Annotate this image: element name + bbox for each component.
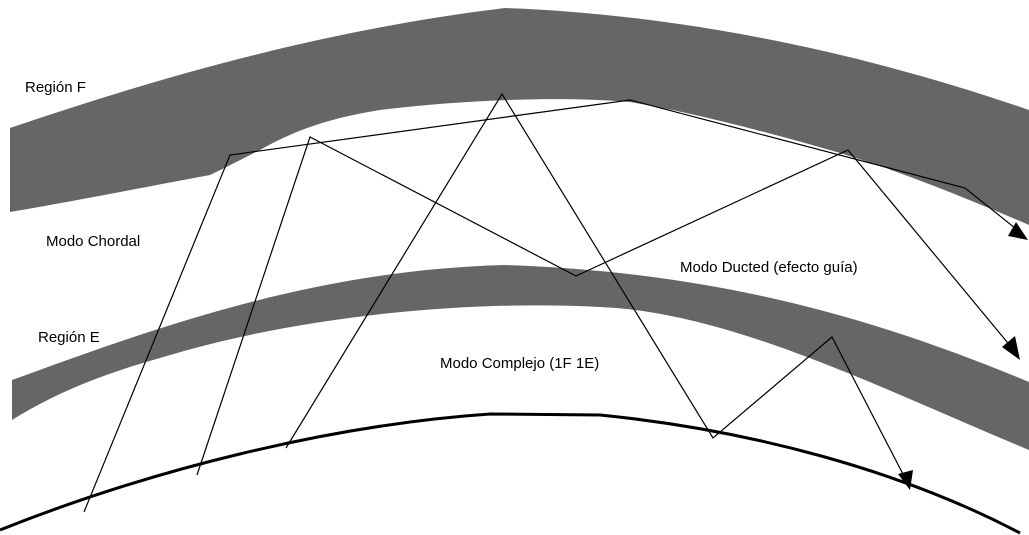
region-e-layer bbox=[12, 265, 1029, 450]
region-f-layer bbox=[10, 8, 1029, 225]
complex-mode-label: Modo Complejo (1F 1E) bbox=[440, 355, 599, 372]
ducted-mode-label: Modo Ducted (efecto guía) bbox=[680, 259, 858, 276]
complex-mode-ray bbox=[285, 92, 906, 479]
region-e-label: Región E bbox=[38, 329, 100, 346]
ducted-mode-ray bbox=[196, 136, 1013, 476]
chordal-mode-ray bbox=[83, 99, 1021, 513]
ducted-mode-arrowhead bbox=[1002, 336, 1020, 360]
chordal-mode-label: Modo Chordal bbox=[46, 233, 140, 250]
complex-mode-arrowhead bbox=[898, 470, 913, 490]
earth-surface bbox=[0, 412, 1021, 535]
region-f-label: Región F bbox=[25, 79, 86, 96]
chordal-mode-arrowhead bbox=[1008, 222, 1028, 240]
